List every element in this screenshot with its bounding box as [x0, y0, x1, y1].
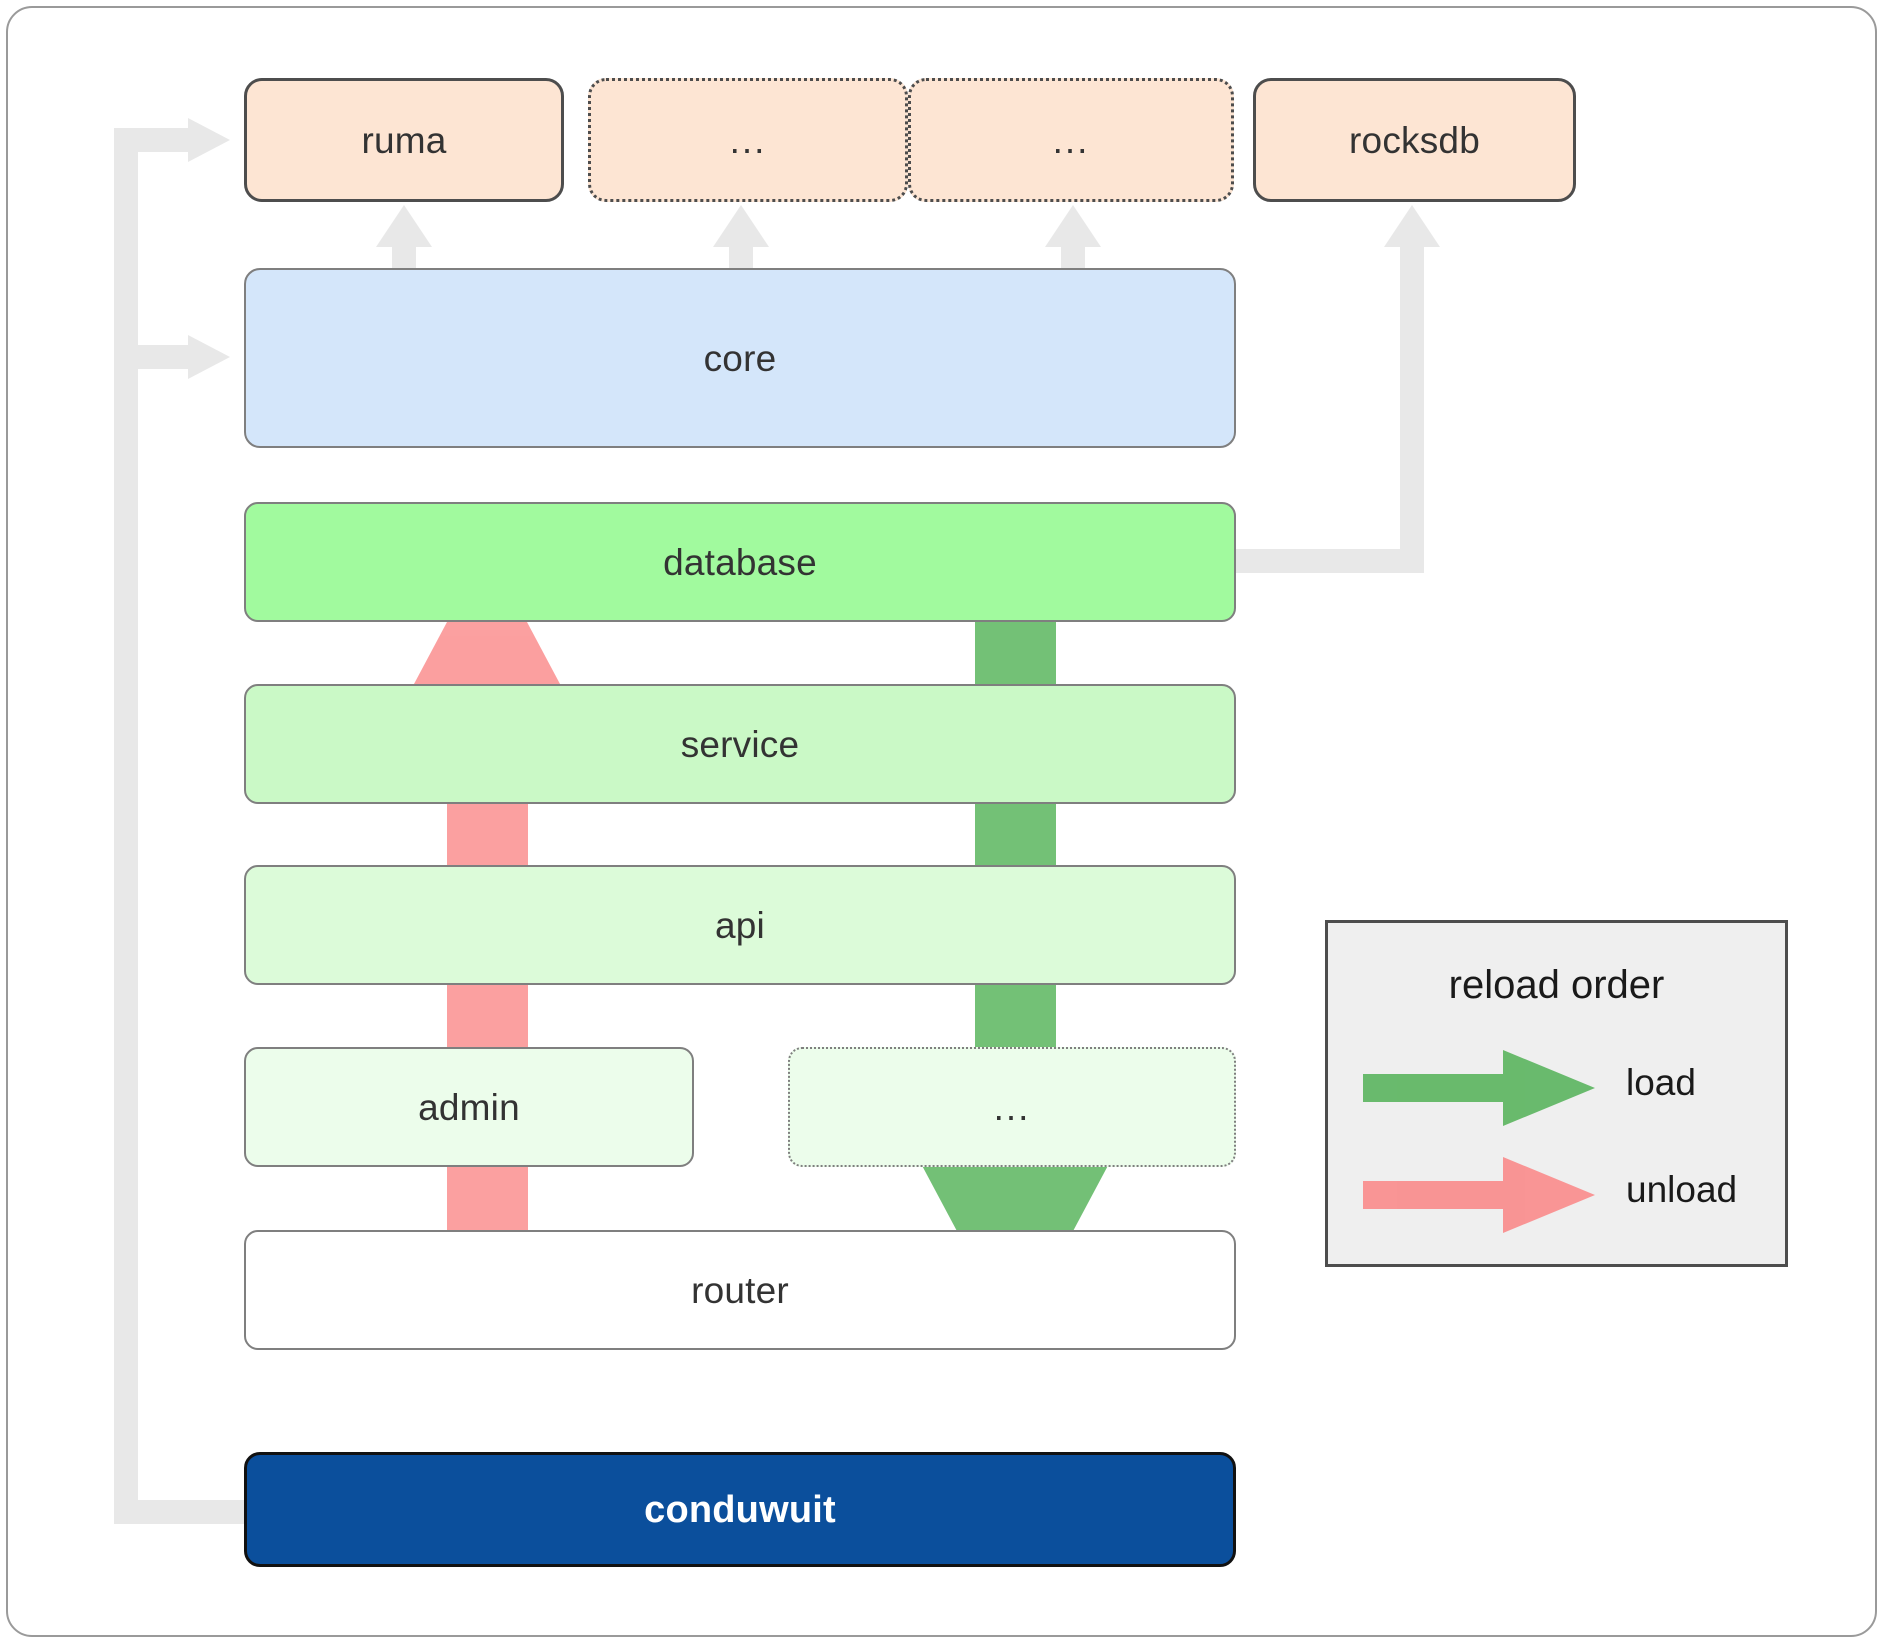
node-router[interactable]: router	[244, 1230, 1236, 1350]
node-ruma-label: ruma	[361, 119, 447, 161]
node-layer-placeholder-label: ...	[993, 1086, 1031, 1128]
node-dep-placeholder-2[interactable]: ...	[908, 78, 1234, 202]
node-layer-placeholder[interactable]: ...	[788, 1047, 1236, 1167]
legend-item-load: load	[1328, 1048, 1785, 1128]
node-rocksdb-label: rocksdb	[1349, 119, 1480, 161]
node-database-label: database	[663, 541, 817, 583]
legend-title: reload order	[1448, 963, 1665, 1007]
node-admin[interactable]: admin	[244, 1047, 694, 1167]
load-arrow-icon	[1363, 1050, 1595, 1126]
node-database[interactable]: database	[244, 502, 1236, 622]
legend-unload-label: unload	[1626, 1169, 1738, 1210]
node-conduwuit[interactable]: conduwuit	[244, 1452, 1236, 1567]
node-rocksdb[interactable]: rocksdb	[1253, 78, 1576, 202]
node-dep-placeholder-1[interactable]: ...	[588, 78, 908, 202]
node-core[interactable]: core	[244, 268, 1236, 448]
node-dep-placeholder-2-label: ...	[1052, 119, 1090, 161]
node-service[interactable]: service	[244, 684, 1236, 804]
node-router-label: router	[691, 1269, 789, 1311]
node-service-label: service	[680, 723, 800, 765]
node-admin-label: admin	[418, 1086, 520, 1128]
legend-panel: reload order load unload	[1325, 920, 1788, 1267]
node-api-label: api	[715, 904, 765, 946]
node-ruma[interactable]: ruma	[244, 78, 564, 202]
node-dep-placeholder-1-label: ...	[729, 119, 767, 161]
unload-arrow-icon	[1363, 1157, 1595, 1233]
legend-load-label: load	[1626, 1062, 1696, 1103]
node-conduwuit-label: conduwuit	[644, 1488, 836, 1531]
node-core-label: core	[703, 337, 777, 379]
node-api[interactable]: api	[244, 865, 1236, 985]
diagram-frame	[6, 6, 1877, 1637]
legend-item-unload: unload	[1328, 1155, 1785, 1235]
